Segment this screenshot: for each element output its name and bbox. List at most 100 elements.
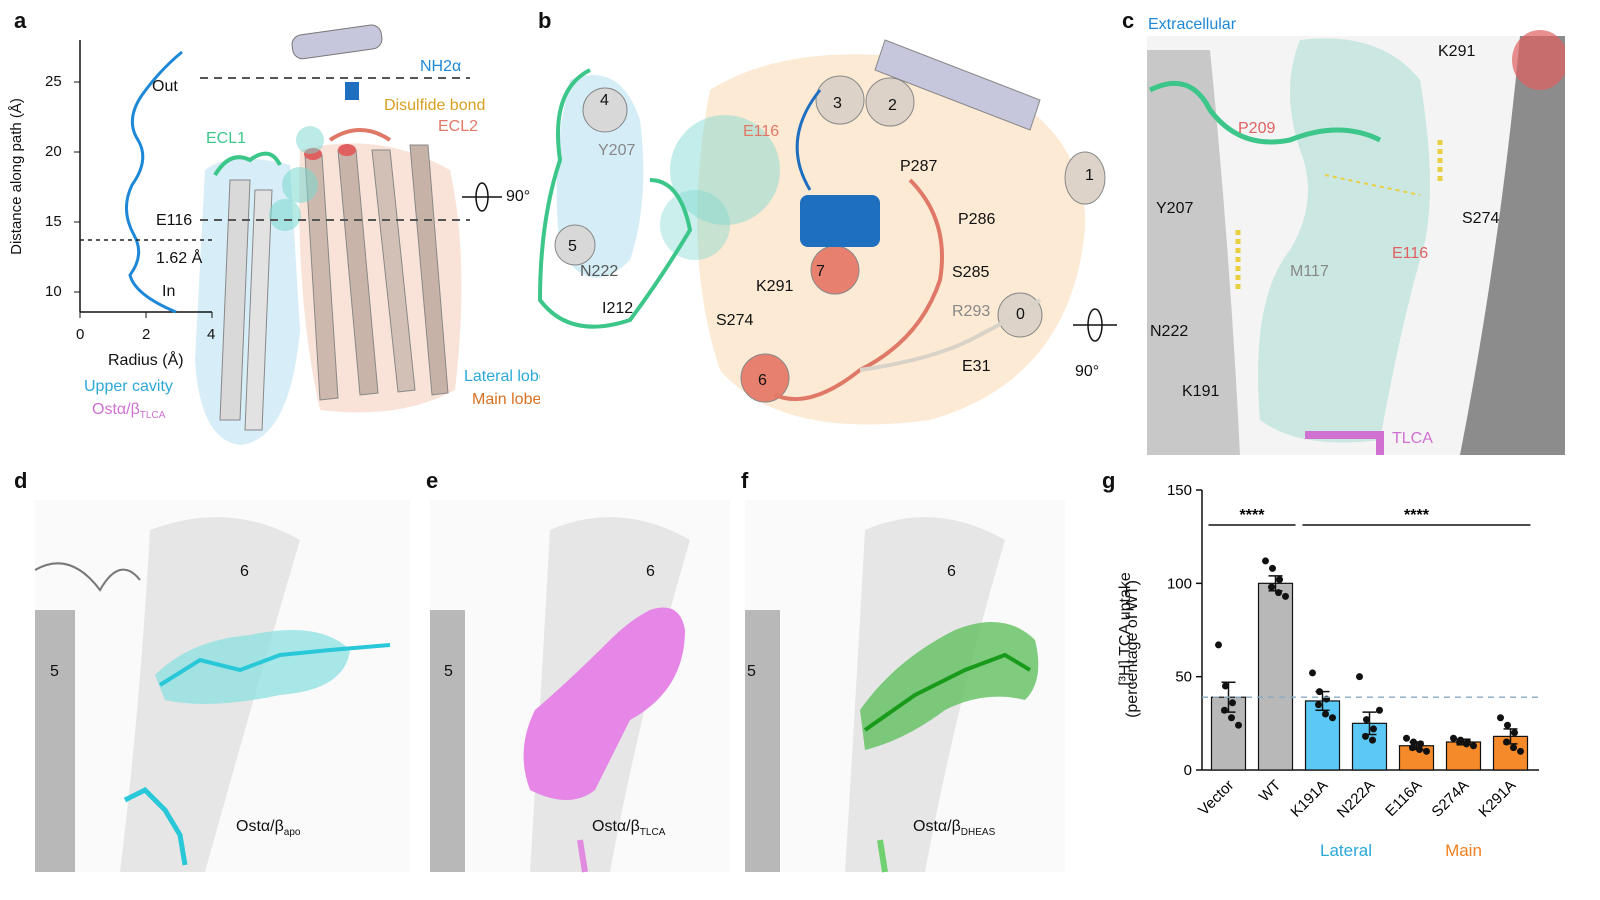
panel-label-g: g [1102,468,1116,493]
ost-tlca-label: Ostα/βTLCA [92,401,166,422]
residue-k291: K291 [756,278,794,295]
residue-e31: E31 [962,358,991,375]
residue-k291-c: K291 [1438,43,1476,60]
x-tick-label: K191A [1287,777,1331,821]
residue-p209-c: P209 [1238,120,1276,137]
panel-a-figure [74,24,502,446]
helix-5-d: 5 [50,663,59,680]
out-label: Out [152,78,178,95]
data-point [1409,744,1416,752]
density-tlca [523,607,685,800]
ecl2-label: ECL2 [438,118,479,135]
helix-3-label: 3 [833,95,842,112]
bar-k191a [1304,700,1341,771]
residue-i212: I212 [602,300,634,317]
data-point [1215,641,1222,649]
helix-6-f: 6 [947,563,956,580]
data-point [1370,725,1377,733]
data-point [1329,714,1336,722]
data-point [1276,576,1283,584]
e116-label: E116 [156,212,193,229]
panel-f-figure [745,500,1065,873]
helix-5-f: 5 [747,663,756,680]
panel-a: a [0,0,540,450]
residue-y207: Y207 [598,142,636,159]
data-point [1268,583,1275,591]
data-point [1416,745,1423,753]
residue-r293: R293 [952,303,991,320]
data-point [1376,706,1383,714]
rotation-icon [462,182,502,212]
rotation-label-a: 90° [506,188,531,205]
density-dheas [860,622,1039,750]
panel-b-figure [537,39,1117,425]
panel-label-b: b [538,8,552,33]
data-point [1363,716,1370,724]
y-tick-20: 20 [45,143,62,160]
helix-6-d: 6 [240,563,249,580]
y-axis-label: Distance along path (Å) [7,98,25,255]
y-tick-label: 100 [1167,575,1192,592]
residue-s274: S274 [716,312,754,329]
x-tick-label: WT [1256,777,1285,806]
y-tick-15: 15 [45,213,62,230]
x-tick-label: K291A [1475,777,1519,821]
helix-1-label: 1 [1085,167,1094,184]
cavity-mesh [1258,38,1430,443]
data-point [1510,744,1517,752]
rotation-label-b: 90° [1075,363,1100,380]
residue-k191-c: K191 [1182,383,1220,400]
data-point [1503,738,1510,746]
data-point [1356,673,1363,681]
x-tick-2: 2 [142,326,151,343]
helix-6-label: 6 [758,372,767,389]
panel-d: d 5 6 Ostα/βapo [0,460,410,900]
residue-y207-c: Y207 [1156,200,1194,217]
y-tick-10: 10 [45,283,62,300]
data-point [1309,669,1316,677]
panel-e: e 5 6 Ostα/βTLCA [420,460,730,900]
data-point [1222,682,1229,690]
data-point [1517,747,1524,755]
panel-c-figure [1147,30,1565,455]
panel-label-a: a [14,8,27,33]
data-point [1456,738,1463,746]
data-point [1470,742,1477,750]
group-label-main: Main [1445,841,1482,860]
radius-profile-curve [125,50,183,314]
significance-label: **** [1240,507,1266,524]
residue-n222-c: N222 [1150,323,1189,340]
data-point [1262,557,1269,565]
x-tick-label: Vector [1195,777,1237,819]
panel-label-e: e [426,468,439,493]
ost-apo-label: Ostα/βapo [236,818,301,839]
data-point [1282,592,1289,600]
data-point [1362,732,1369,740]
data-point [1369,736,1376,744]
helix-0-label: 0 [1016,306,1025,323]
data-point [1410,738,1417,746]
data-point [1228,714,1235,722]
panel-label-c: c [1122,8,1135,33]
panel-f: f 5 6 Ostα/βDHEAS [735,460,1065,900]
residue-s285: S285 [952,264,990,281]
panel-e-figure [430,500,730,873]
residue-p286: P286 [958,211,996,228]
x-tick-4: 4 [207,326,216,343]
data-point [1497,714,1504,722]
ecl1-label: ECL1 [206,130,247,147]
helix-6-e: 6 [646,563,655,580]
data-point [1504,721,1511,729]
data-point [1235,721,1242,729]
residue-p287: P287 [900,158,938,175]
data-point [1322,710,1329,718]
helix-5-e: 5 [444,663,453,680]
y-tick-label: 50 [1175,669,1192,686]
y-tick-label: 150 [1167,482,1192,499]
main-lobe-label: Main lobe [472,391,540,408]
x-tick-0: 0 [76,326,85,343]
panel-d-figure [34,500,410,872]
data-point [1463,740,1470,748]
